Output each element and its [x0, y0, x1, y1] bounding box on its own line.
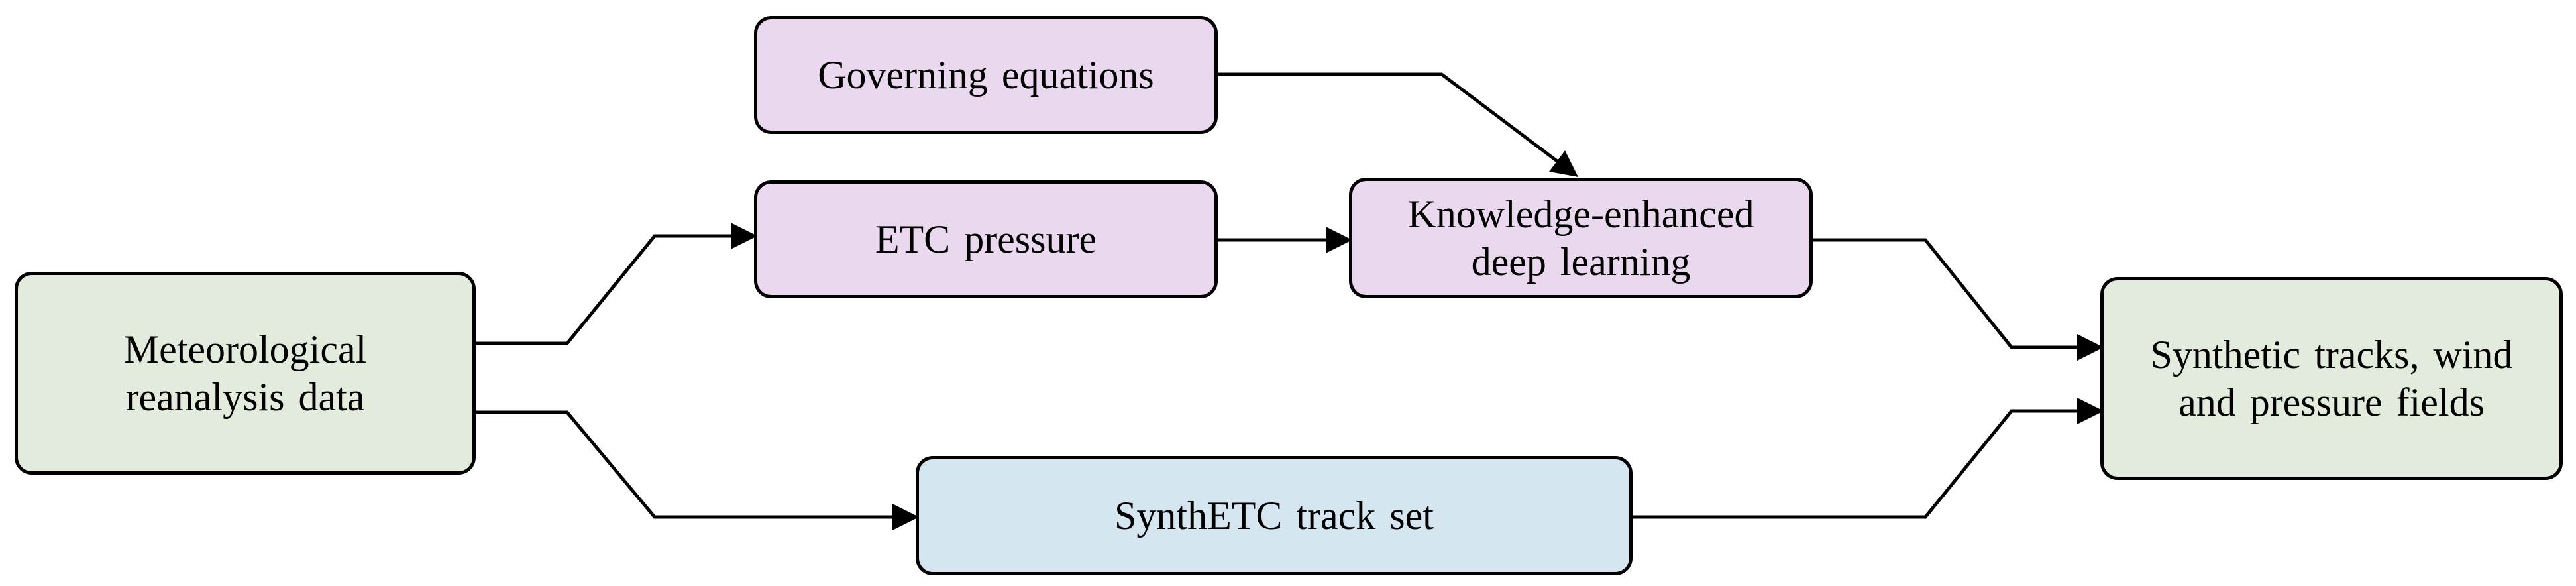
meteorological-reanalysis-node: Meteorological reanalysis data: [15, 272, 476, 475]
node-label: Meteorological reanalysis data: [123, 327, 367, 419]
node-label: Knowledge-enhanced deep learning: [1407, 192, 1754, 284]
arrow-governing-to-knowledge: [1218, 72, 1578, 178]
node-label: SynthETC track set: [1114, 494, 1434, 538]
arrow-synth-to-output: [1633, 398, 2104, 519]
synthetic-output-node: Synthetic tracks, wind and pressure fiel…: [2100, 277, 2563, 480]
node-label: Governing equations: [818, 53, 1154, 97]
arrow-meteo-to-etc: [476, 223, 757, 345]
node-label: Synthetic tracks, wind and pressure fiel…: [2150, 333, 2513, 424]
node-label: ETC pressure: [875, 217, 1097, 261]
etc-pressure-node: ETC pressure: [754, 180, 1218, 298]
arrow-knowledge-to-output: [1813, 238, 2104, 361]
governing-equations-node: Governing equations: [754, 16, 1218, 134]
knowledge-enhanced-deep-learning-node: Knowledge-enhanced deep learning: [1349, 178, 1813, 298]
synthetc-track-set-node: SynthETC track set: [916, 456, 1633, 575]
arrow-meteo-to-synth: [476, 410, 919, 530]
